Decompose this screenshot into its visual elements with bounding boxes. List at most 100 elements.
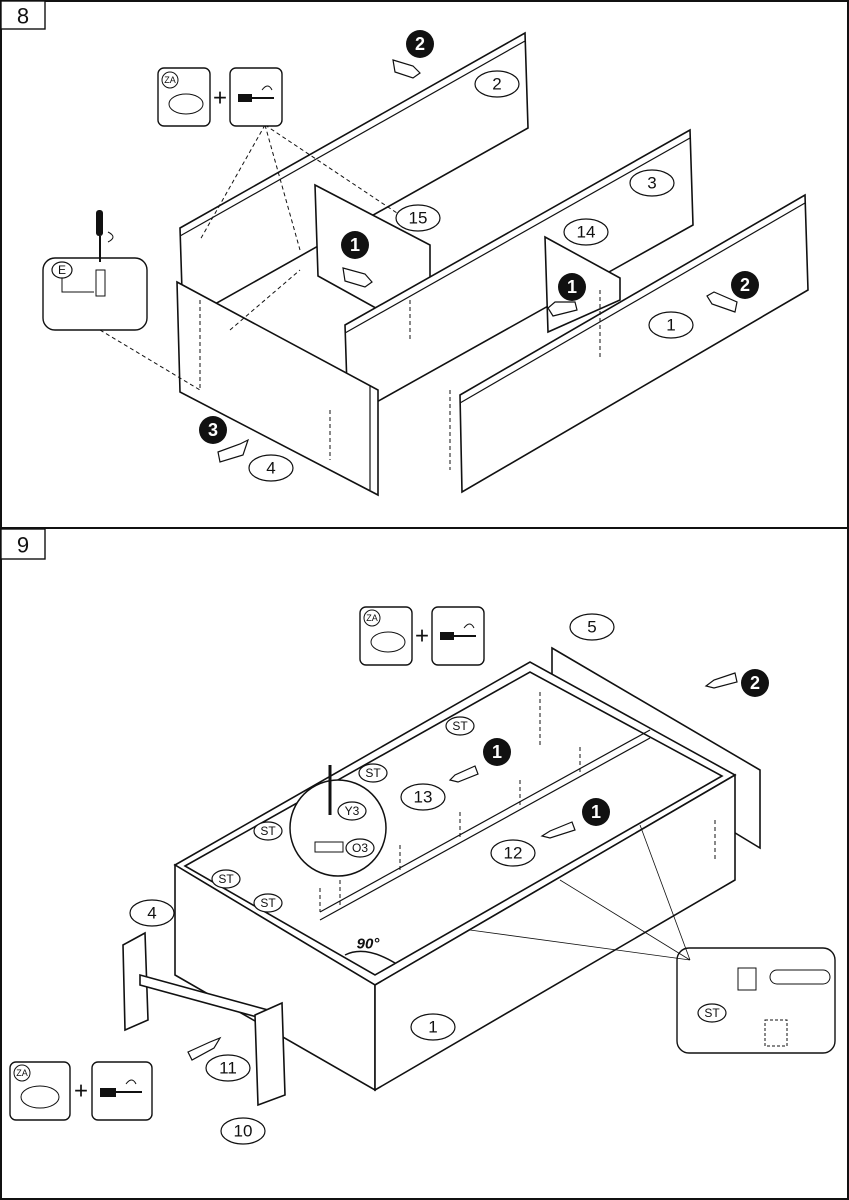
screwdriver-icon [769,969,831,985]
part-label-12: 12 [490,839,536,867]
panel-1 [374,773,736,1092]
angle-label: 90° [357,936,381,953]
hardware-label-st: ST [211,869,241,889]
fitting-label-circle [161,71,179,89]
panel-1 [459,193,809,494]
hardware-label-st: ST [253,893,283,913]
step-9: 9 ZA + ZA + Y3 [0,528,836,1145]
panel-1-edge [459,202,806,404]
svg-text:ST: ST [704,1006,720,1020]
order-marker-2: 2 [406,30,434,58]
panel-2-edge [179,40,526,237]
svg-text:ST: ST [365,766,381,780]
panel-10-right [254,1001,286,1107]
part-label-e-text: E [58,263,66,277]
hardware-label-st: ST [358,763,388,783]
svg-text:ST: ST [260,896,276,910]
panel-13-edge [319,737,651,921]
part-label-13: 13 [400,783,446,811]
part-label-1: 1 [648,311,694,339]
svg-text:10: 10 [234,1122,253,1141]
part-label-4: 4 [129,899,175,927]
svg-text:1: 1 [350,235,360,255]
svg-text:13: 13 [414,788,433,807]
order-marker-1: 1 [341,231,369,259]
svg-text:1: 1 [492,742,502,762]
part-label-3: 3 [629,169,675,197]
part-label-10: 10 [220,1117,266,1145]
svg-text:2: 2 [492,75,501,94]
panel-12-edge [319,729,651,913]
direction-arrow [187,1036,222,1061]
panel-3-edge [344,137,691,334]
assembly-guides [99,124,601,470]
svg-text:1: 1 [428,1018,437,1037]
part-label-1: 1 [410,1013,456,1041]
pointer-line [61,278,94,293]
screwdriver-icon [238,85,274,102]
order-marker-1: 1 [582,798,610,826]
hole-icon [764,1019,788,1047]
part-label-4: 4 [248,454,294,482]
carcass-inner [183,671,724,976]
svg-text:3: 3 [208,420,218,440]
svg-text:Y3: Y3 [345,804,360,818]
panel-4 [176,280,379,497]
step-number-box [0,528,46,560]
direction-arrow [547,301,578,317]
direction-arrow [704,672,738,689]
angle-arc [344,950,396,964]
plus-sign: + [415,623,429,650]
svg-text:4: 4 [147,904,156,923]
part-label-14: 14 [563,218,609,246]
dowel-e-icon [95,269,106,297]
step-8: 8 ZA + [0,0,809,497]
part-label-2: 2 [474,70,520,98]
order-marker-2: 2 [741,669,769,697]
direction-arrow [392,59,421,79]
cam-lock-icon [20,1085,60,1109]
part-label-5: 5 [569,613,615,641]
fitting-label-circle [363,609,381,627]
assembly-guides [319,690,716,912]
plus-sign: + [74,1078,88,1105]
screwdriver-icon [440,623,476,640]
svg-text:15: 15 [409,209,428,228]
svg-text:5: 5 [587,618,596,637]
svg-text:ST: ST [452,719,468,733]
fitting-label: ZA [164,75,176,85]
panel-10-left [122,931,149,1032]
svg-text:1: 1 [591,802,601,822]
svg-text:ST: ST [218,872,234,886]
hardware-label-o3: O3 [345,838,375,858]
svg-text:O3: O3 [352,841,368,855]
svg-text:3: 3 [647,174,656,193]
order-marker-2: 2 [731,271,759,299]
svg-text:12: 12 [504,844,523,863]
plus-sign: + [213,85,227,112]
step-number: 8 [17,4,29,29]
svg-text:2: 2 [740,275,750,295]
fitting-label-circle [13,1064,31,1082]
svg-text:14: 14 [577,223,596,242]
hardware-label-st: ST [445,716,475,736]
order-marker-1: 1 [483,738,511,766]
pointer-lines [469,824,691,961]
direction-arrow [342,267,373,288]
detail-st-box [676,947,836,1054]
screwdriver-icon [100,1079,142,1097]
cam-lock-icon [168,93,204,115]
detail-y3-circle [289,779,387,877]
step-number-box [0,0,46,30]
screwdriver-icon [96,210,114,262]
svg-text:2: 2 [415,34,425,54]
svg-text:ST: ST [260,824,276,838]
part-label-11: 11 [205,1054,251,1082]
step-number: 9 [17,533,29,558]
order-marker-3: 3 [199,416,227,444]
screw-st-icon [737,967,757,991]
fitting-label: ZA [16,1068,28,1078]
bracket-o3-icon [314,841,344,853]
